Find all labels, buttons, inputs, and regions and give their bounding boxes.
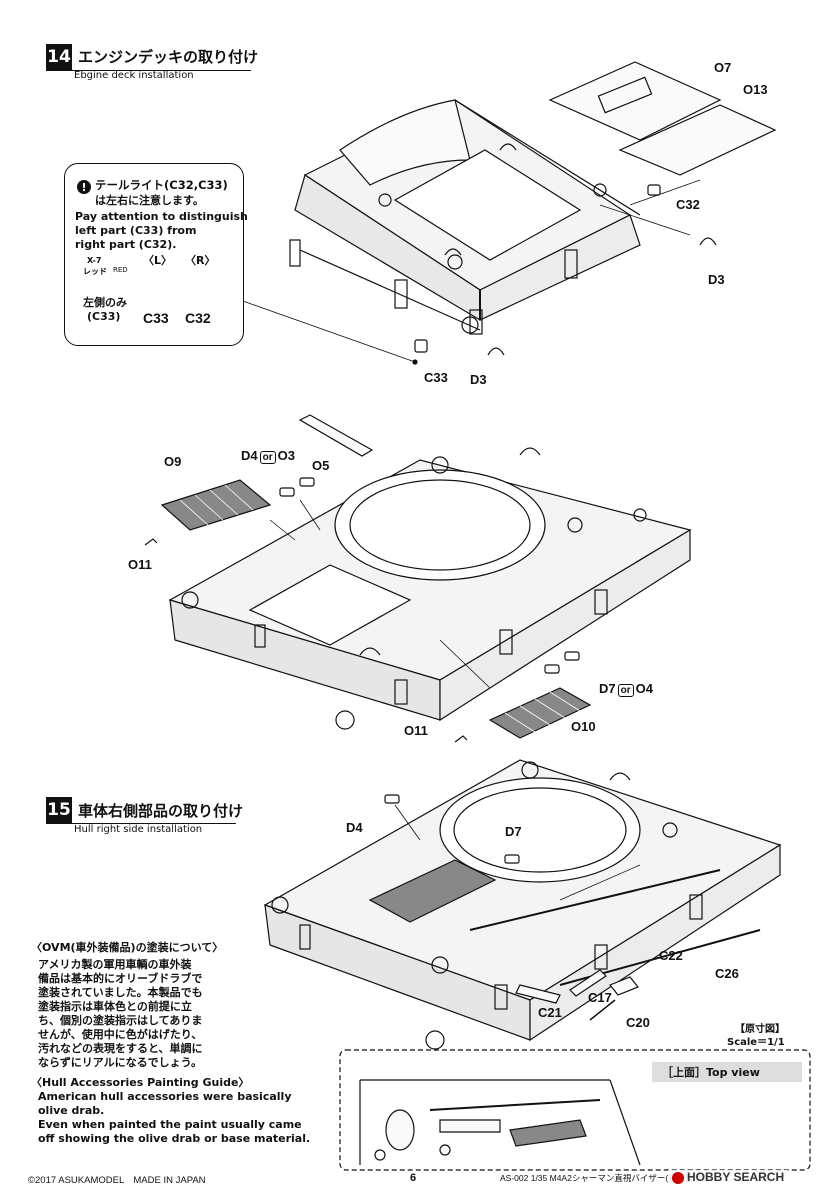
step14-subtitle: Ebgine deck installation [74, 70, 194, 81]
label-o7: O7 [714, 60, 732, 75]
right-label: 〈R〉 [185, 254, 216, 267]
ovm-heading-jp: 〈OVM(車外装備品)の塗装について〉 [31, 941, 224, 954]
note-en-1: Pay attention to distinguish [75, 210, 248, 223]
middle-hull-drawing [168, 447, 692, 730]
top-view-inset-frame [339, 1049, 811, 1171]
part-c33-drawing [414, 339, 428, 353]
label-d4-15: D4 [346, 820, 363, 835]
part-d7-15-drawing [504, 854, 520, 864]
label-d7: D7 [599, 681, 616, 696]
paint-code: X-7 [87, 256, 102, 265]
top-view-label-en: Top view [706, 1066, 760, 1079]
label-d3-right: D3 [708, 272, 725, 287]
label-or-2: or [617, 684, 634, 697]
footer-product: AS-002 1/35 M4A2シャーマン直視バイザー(初期型サスペンションつき… [500, 1173, 773, 1183]
part-o11-drawing [144, 538, 468, 743]
attention-icon: ! [77, 180, 91, 194]
left-label: 〈L〉 [143, 254, 173, 267]
top-view-label-jp: ［上面］ [662, 1066, 706, 1079]
step14-rule [46, 70, 251, 71]
label-d3-bottom: D3 [470, 372, 487, 387]
part-o9-drawing [160, 479, 272, 531]
part-d4-15-drawing [384, 794, 400, 804]
label-or-1: or [259, 451, 276, 464]
step15-subtitle: Hull right side installation [74, 824, 203, 835]
ovm-jp-line: 汚れなどの表現をすると、単調に [38, 1042, 203, 1055]
part-d3-drawing [487, 237, 717, 356]
ovm-jp-line: 塗装されていました。本製品でも [38, 986, 203, 999]
label-c33: C33 [424, 370, 448, 385]
label-o10: O10 [571, 719, 596, 734]
part-d7-o4-drawing [544, 651, 580, 674]
label-o13: O13 [743, 82, 768, 97]
ovm-jp-line: 備品は基本的にオリーブドラブで [38, 972, 203, 985]
note-title-jp-1: テールライト(C32,C33) [95, 178, 228, 192]
tail-light-note: ! テールライト(C32,C33) は左右に注意します。 Pay attenti… [64, 163, 248, 346]
label-c26: C26 [715, 966, 739, 981]
page-number: 6 [410, 1172, 417, 1184]
note-en-3: right part (C32). [75, 238, 177, 251]
ovm-en-line: off showing the olive drab or base mater… [38, 1132, 311, 1145]
step14-number: 14 [46, 44, 72, 70]
label-o9: O9 [164, 454, 182, 469]
ovm-body-jp: アメリカ製の軍用車輌の車外装 備品は基本的にオリーブドラブで 塗装されていました… [38, 958, 203, 1070]
watermark-text: HOBBY SEARCH [687, 1170, 785, 1184]
ovm-en-line: olive drab. [38, 1104, 105, 1117]
scale-jp: 【原寸図】 [735, 1024, 785, 1035]
label-c17: C17 [588, 990, 612, 1005]
ovm-en-line: Even when painted the paint usually came [38, 1118, 302, 1131]
left-only-part: (C33) [87, 310, 121, 323]
label-d4: D4 [241, 448, 258, 463]
label-c32: C32 [676, 197, 700, 212]
part-o5-drawing [298, 414, 374, 457]
label-c21: C21 [538, 1005, 562, 1020]
part-o13-drawing [618, 104, 777, 176]
ovm-body-en: American hull accessories were basically… [38, 1090, 310, 1146]
label-d7-15: D7 [505, 824, 522, 839]
note-part-c32: C32 [185, 310, 211, 326]
label-o11-left: O11 [128, 557, 152, 572]
label-o11-bottom: O11 [404, 723, 428, 738]
label-c20: C20 [626, 1015, 650, 1030]
watermark: HOBBY SEARCH [668, 1170, 789, 1184]
label-o3: O3 [277, 448, 295, 463]
scale-en: Scale＝1/1 [727, 1037, 785, 1048]
ovm-heading-en: 〈Hull Accessories Painting Guide〉 [31, 1076, 250, 1089]
ovm-tools-drawing [469, 869, 761, 1021]
part-o10-drawing [488, 687, 592, 739]
left-only-jp: 左側のみ [83, 296, 127, 309]
step15-number: 15 [46, 797, 72, 823]
label-c22: C22 [659, 948, 683, 963]
part-c32-drawing [647, 184, 661, 196]
step15-rule [46, 823, 236, 824]
watermark-icon [672, 1171, 684, 1184]
step15-title: 車体右側部品の取り付け [78, 802, 244, 820]
ovm-jp-line: ち、個別の塗装指示はしてありま [38, 1014, 203, 1027]
note-en-2: left part (C33) from [75, 224, 197, 237]
step15-hull-drawing [263, 759, 782, 1050]
top-view-inset-drawing [359, 1079, 641, 1166]
paint-name-jp: レッド [83, 267, 107, 276]
part-d4-o3-drawing [279, 477, 315, 497]
footer-copyright: ©2017 ASUKAMODEL MADE IN JAPAN [28, 1175, 206, 1186]
ovm-jp-line: せんが、使用中に色がはげたり、 [38, 1028, 203, 1041]
note-part-c33: C33 [143, 310, 169, 326]
ovm-jp-line: アメリカ製の軍用車輌の車外装 [38, 958, 192, 971]
step14-hull-drawing [289, 99, 641, 335]
step14-title: エンジンデッキの取り付け [78, 48, 259, 66]
note-title-jp-2: は左右に注意します。 [95, 194, 204, 207]
ovm-jp-line: ならずにリアルになるでしょう。 [38, 1056, 203, 1069]
ovm-en-line: American hull accessories were basically [38, 1090, 292, 1103]
ovm-jp-line: 塗装指示は車体色との前提に立 [38, 1000, 192, 1013]
part-o7-drawing [548, 61, 722, 141]
label-o5: O5 [312, 458, 330, 473]
paint-name-en: RED [113, 266, 128, 274]
top-view-label: ［上面］Top view [652, 1062, 802, 1082]
label-o4: O4 [635, 681, 653, 696]
